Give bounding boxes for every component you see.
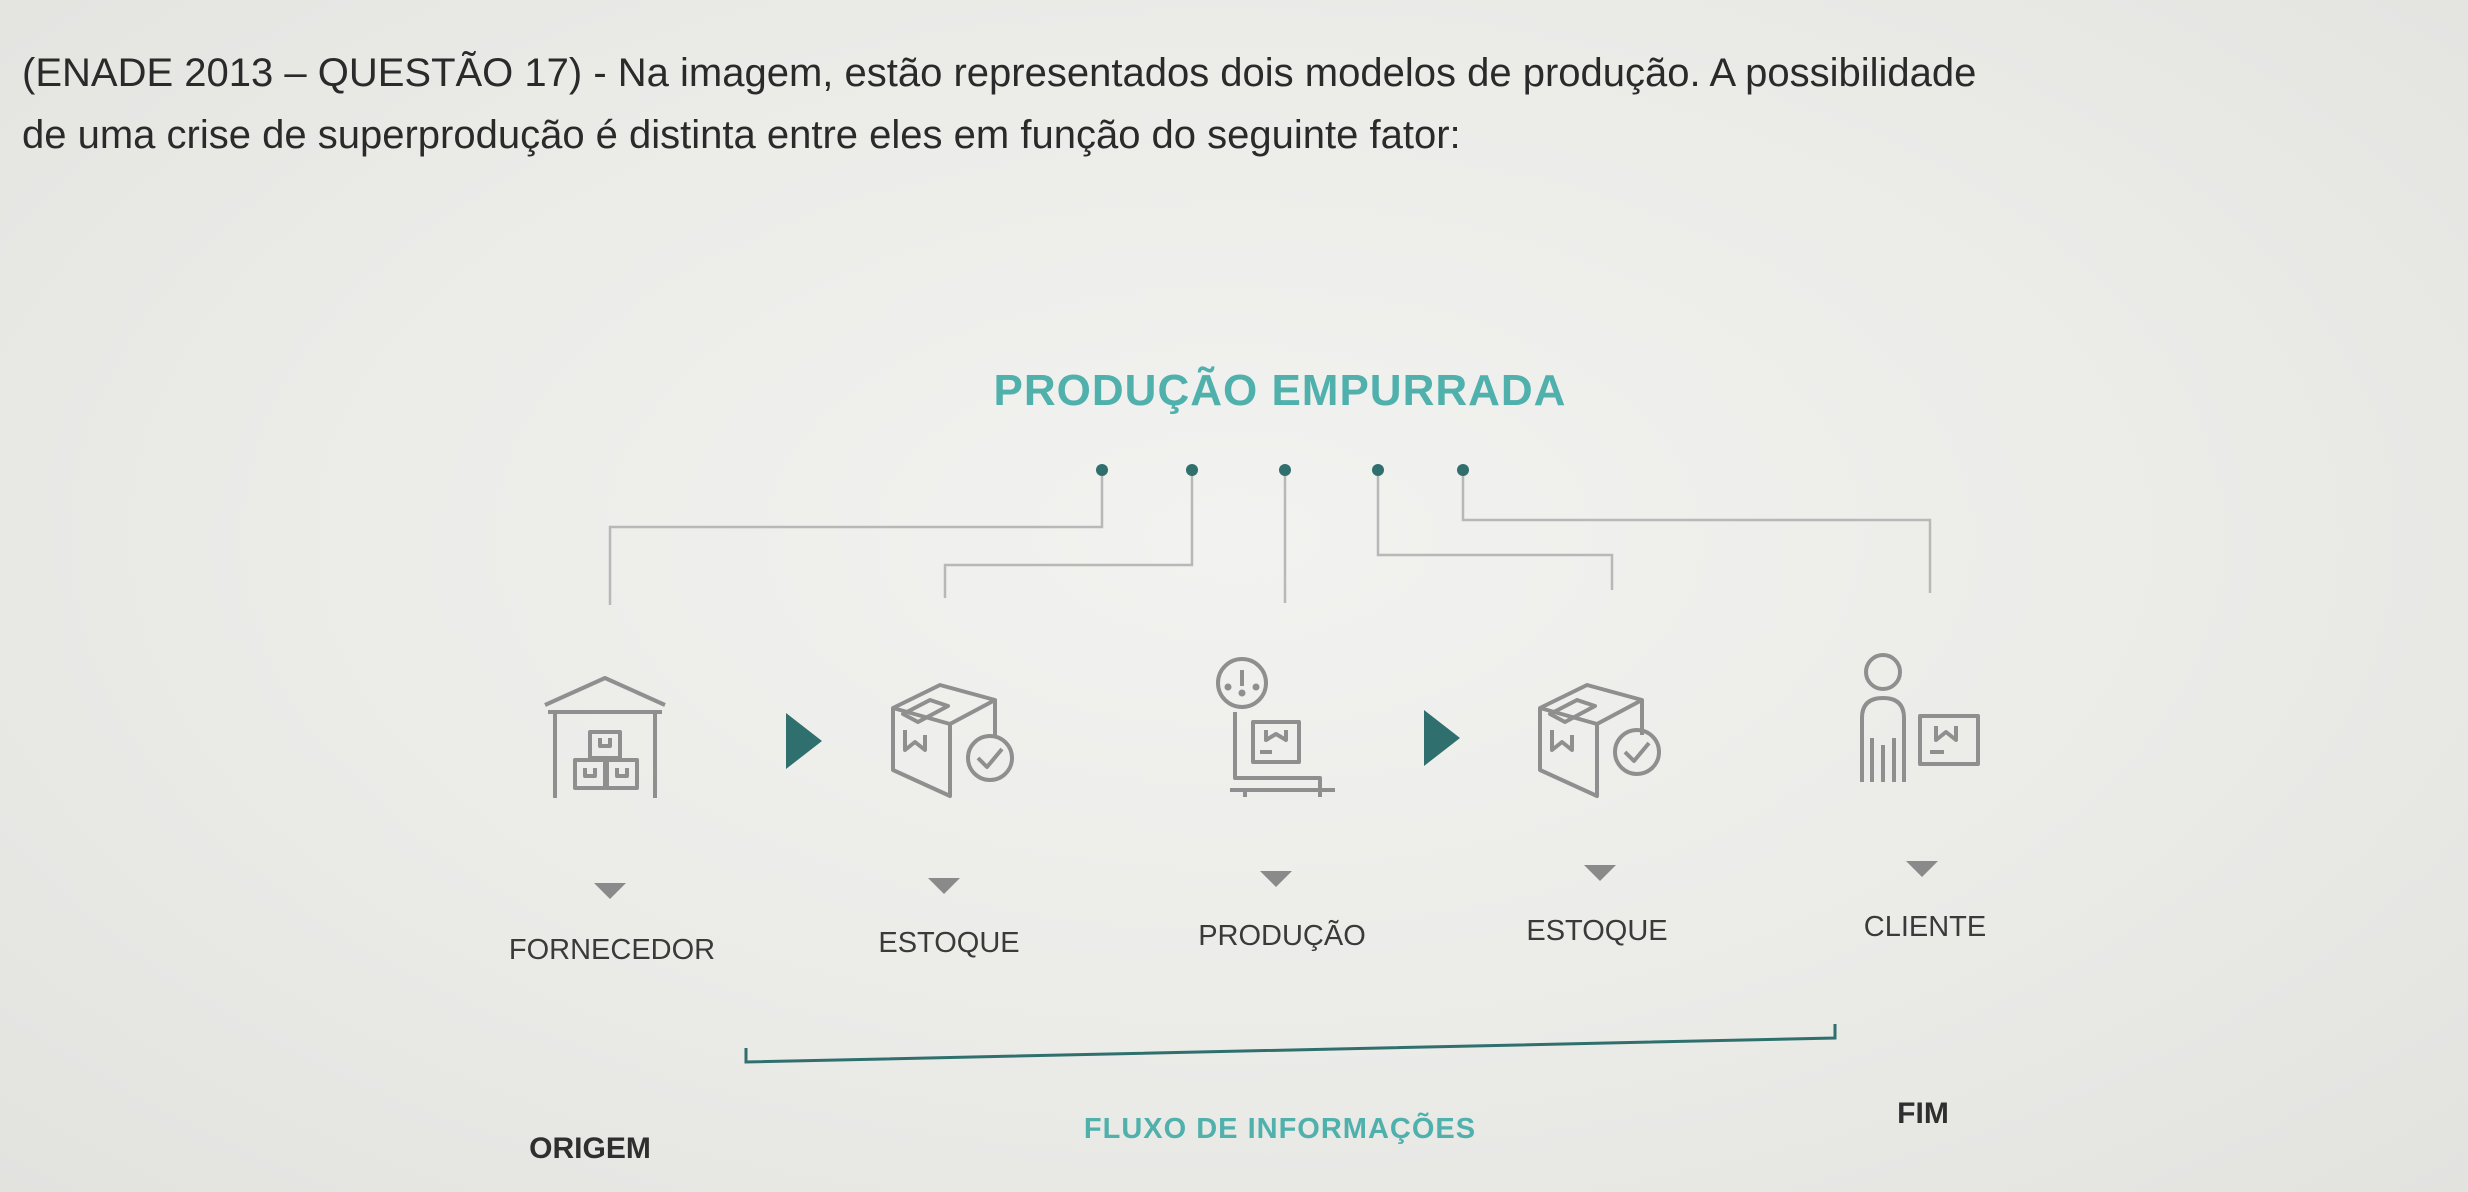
end-label: FIM (1897, 1097, 1949, 1130)
stage-label-estoque-2: ESTOQUE (1526, 915, 1667, 947)
dot-4 (1372, 464, 1384, 476)
connector-estoque-1 (943, 473, 1194, 598)
stage-label-producao: PRODUÇÃO (1198, 918, 1366, 952)
origin-label: ORIGEM (529, 1132, 651, 1165)
arrow-right-icon (786, 713, 822, 769)
question-line-1: (ENADE 2013 – QUESTÃO 17) - Na imagem, e… (22, 51, 1977, 95)
arrow-right-icon-2 (1424, 710, 1460, 766)
dot-3 (1279, 464, 1291, 476)
dot-5 (1457, 464, 1469, 476)
question-line-2: de uma crise de superprodução é distinta… (22, 113, 1461, 157)
down-triangle-2 (928, 878, 960, 894)
diagram-title: PRODUÇÃO EMPURRADA (994, 365, 1567, 415)
dot-2 (1186, 464, 1198, 476)
question-text: (ENADE 2013 – QUESTÃO 17) - Na imagem, e… (22, 42, 2442, 166)
down-triangle-1 (594, 883, 626, 899)
connector-fornecedor (608, 473, 1104, 605)
down-triangles (594, 861, 1938, 899)
stage-label-cliente: CLIENTE (1864, 911, 1986, 943)
customer-icon (1860, 653, 1980, 782)
down-triangle-5 (1906, 861, 1938, 877)
connector-estoque-2 (1376, 473, 1614, 590)
production-scale-icon (1216, 657, 1335, 797)
down-triangle-3 (1260, 871, 1292, 887)
dot-1 (1096, 464, 1108, 476)
box-check-icon (891, 683, 1014, 798)
information-flow-label: FLUXO DE INFORMAÇÕES (1084, 1111, 1476, 1145)
connector-dots (1096, 464, 1469, 476)
information-flow-bracket (744, 1024, 1837, 1064)
connector-lines (608, 473, 1932, 605)
box-check-icon-2 (1538, 683, 1661, 798)
down-triangle-4 (1584, 865, 1616, 881)
stage-label-estoque-1: ESTOQUE (878, 927, 1019, 959)
stage-label-fornecedor: FORNECEDOR (509, 934, 715, 966)
warehouse-icon (544, 676, 666, 798)
connector-cliente (1461, 473, 1932, 593)
